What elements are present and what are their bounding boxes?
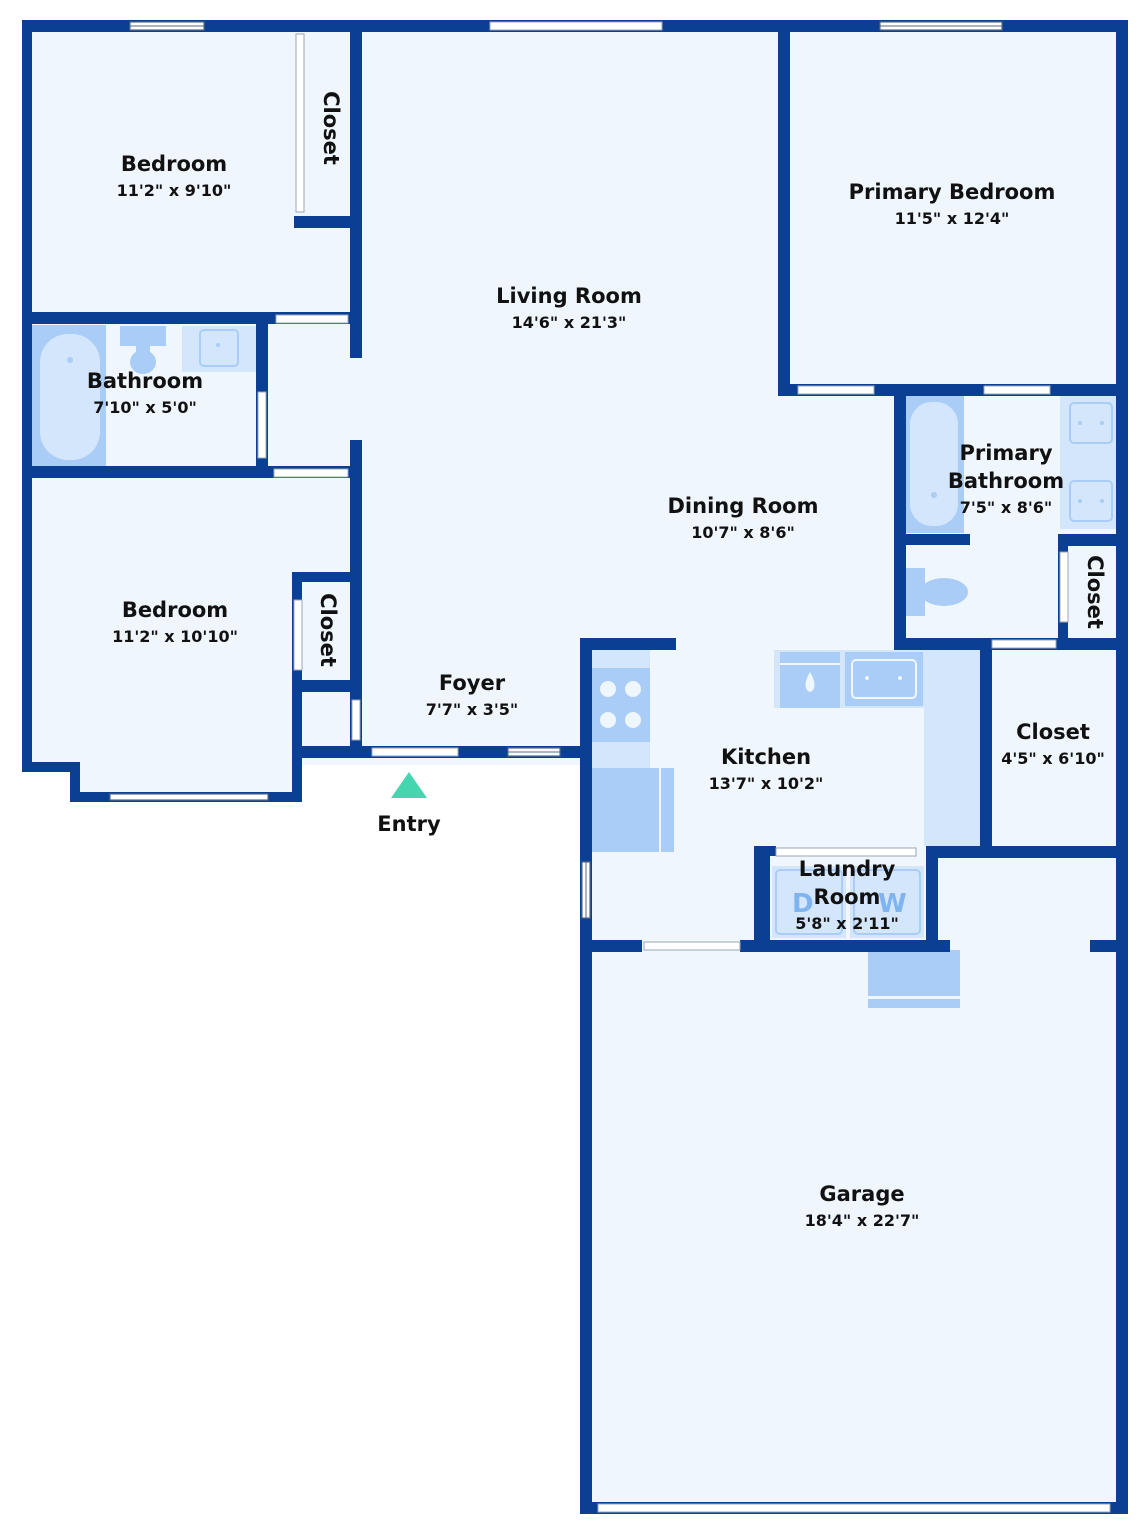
washer-icon: W <box>850 866 924 938</box>
bedroom-1-label: Bedroom <box>121 152 227 176</box>
closet-dims: 4'5" x 6'10" <box>1001 749 1105 768</box>
kitchen-label: Kitchen <box>721 745 811 769</box>
stove-icon <box>592 668 650 742</box>
double-sink-icon <box>1060 395 1116 529</box>
kitchen-counter <box>924 650 980 846</box>
garage-dims: 18'4" x 22'7" <box>805 1211 920 1230</box>
kitchen-dims: 13'7" x 10'2" <box>709 774 824 793</box>
primary-bedroom-label: Primary Bedroom <box>849 180 1056 204</box>
window <box>109 793 269 801</box>
bathroom-dims: 7'10" x 5'0" <box>93 398 197 417</box>
garage-label: Garage <box>819 1182 904 1206</box>
dryer-letter: D <box>792 889 814 919</box>
entry-label: Entry <box>377 812 441 836</box>
primary-bathroom-label-line1: Primary <box>959 441 1052 465</box>
dishwasher-icon <box>780 652 840 708</box>
entry-arrow-icon <box>391 772 427 798</box>
garage-door <box>597 1503 1111 1513</box>
refrigerator-icon <box>592 768 674 852</box>
window <box>489 21 663 31</box>
bathtub-icon <box>904 395 964 533</box>
primary-bedroom-dims: 11'5" x 12'4" <box>895 209 1010 228</box>
bedroom-1-dims: 11'2" x 9'10" <box>117 181 232 200</box>
door <box>257 391 267 459</box>
bathroom-label: Bathroom <box>87 369 203 393</box>
door <box>797 385 875 395</box>
door <box>273 468 349 478</box>
room-labels: Bedroom 11'2" x 9'10" Closet Bathroom 7'… <box>87 91 1107 1230</box>
dining-room-dims: 10'7" x 8'6" <box>691 523 795 542</box>
kitchen-sink-icon <box>845 652 923 706</box>
closet-door <box>293 599 303 671</box>
entry-marker: Entry <box>377 772 441 836</box>
bedroom-2-dims: 11'2" x 10'10" <box>112 627 238 646</box>
laundry-room-label-line2: Room <box>814 885 881 909</box>
foyer-dims: 7'7" x 3'5" <box>426 700 518 719</box>
door <box>275 314 349 324</box>
closet-label: Closet <box>1016 720 1090 744</box>
living-room-dims: 14'6" x 21'3" <box>512 313 627 332</box>
primary-bath-closet-label: Closet <box>1083 555 1107 629</box>
closet-door <box>1059 551 1069 623</box>
garage-steps <box>868 950 960 1008</box>
bedroom-2-closet-label: Closet <box>316 593 340 667</box>
living-room-label: Living Room <box>496 284 642 308</box>
primary-bathroom-dims: 7'5" x 8'6" <box>960 498 1052 517</box>
door <box>351 699 361 741</box>
bedroom-2-label: Bedroom <box>122 598 228 622</box>
washer-letter: W <box>878 889 907 919</box>
sink-icon <box>182 326 256 372</box>
dryer-icon: D <box>772 866 846 938</box>
entry-door <box>371 747 459 757</box>
closet-door <box>295 33 305 213</box>
fixtures: D W <box>32 325 1116 1008</box>
foyer-label: Foyer <box>439 671 506 695</box>
laundry-room-dims: 5'8" x 2'11" <box>795 914 899 933</box>
laundry-room-label-line1: Laundry <box>799 857 896 881</box>
laundry-door <box>775 847 917 857</box>
toilet-icon <box>905 568 968 616</box>
door <box>991 639 1057 649</box>
primary-bathroom-label-line2: Bathroom <box>948 469 1064 493</box>
openings <box>109 21 1111 1513</box>
dining-room-label: Dining Room <box>668 494 819 518</box>
garage-door-interior <box>643 941 741 951</box>
door <box>983 385 1051 395</box>
bedroom-1-closet-label: Closet <box>319 91 343 165</box>
toilet-icon <box>120 326 166 374</box>
